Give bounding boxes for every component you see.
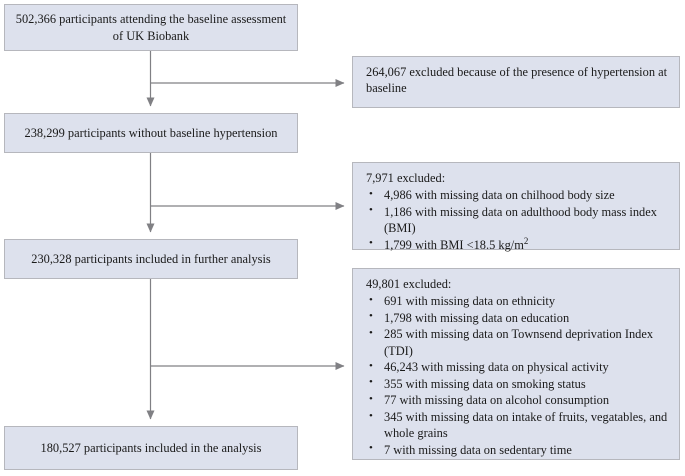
list-item-label: 1,798 with missing data on education	[384, 310, 570, 325]
node-no-hypertension-label: 238,299 participants without baseline hy…	[24, 125, 278, 140]
list-item: • 46,243 with missing data on physical a…	[364, 359, 669, 375]
list-item: • 4,986 with missing data on chilhood bo…	[364, 187, 669, 203]
node-final-analysis-label: 180,527 participants included in the ana…	[40, 440, 262, 455]
node-baseline-label: 502,366 participants attending the basel…	[15, 12, 287, 43]
list-item-label: 4,986 with missing data on chilhood body…	[384, 188, 615, 203]
node-baseline: 502,366 participants attending the basel…	[4, 4, 298, 51]
list-item-label: 285 with missing data on Townsend depriv…	[384, 327, 654, 358]
bullet-icon: •	[369, 293, 373, 306]
node-further-analysis: 230,328 participants included in further…	[4, 239, 298, 279]
bullet-icon: •	[369, 204, 373, 217]
list-item: • 1,798 with missing data on education	[364, 310, 669, 326]
list-item-label: 7 with missing data on sedentary time	[384, 442, 572, 457]
list-item-label: 691 with missing data on ethnicity	[384, 294, 556, 309]
node-excl-bodysize: 7,971 excluded: • 4,986 with missing dat…	[352, 162, 680, 253]
list-item-label: 1,799 with BMI <18.5 kg/m2	[384, 235, 529, 252]
list-item-label: 345 with missing data on intake of fruit…	[384, 410, 668, 441]
excl-covariates-heading: 49,801 excluded:	[366, 277, 452, 291]
bullet-icon: •	[369, 187, 373, 200]
list-item-label: 1,186 with missing data on adulthood bod…	[384, 204, 657, 235]
list-item: • 345 with missing data on intake of fru…	[364, 409, 669, 441]
bullet-icon: •	[369, 409, 373, 422]
node-final-analysis: 180,527 participants included in the ana…	[4, 426, 298, 470]
bullet-icon: •	[369, 359, 373, 372]
bullet-icon: •	[369, 442, 373, 455]
node-no-hypertension: 238,299 participants without baseline hy…	[4, 113, 298, 153]
node-excl-hypertension: 264,067 excluded because of the presence…	[352, 56, 680, 108]
bullet-icon: •	[369, 376, 373, 389]
node-further-analysis-label: 230,328 participants included in further…	[31, 251, 271, 266]
list-item: • 1,186 with missing data on adulthood b…	[364, 204, 669, 236]
excl-covariates-list: • 691 with missing data on ethnicity • 1…	[364, 293, 669, 458]
list-item-label: 77 with missing data on alcohol consumpt…	[384, 393, 610, 408]
node-excl-covariates: 49,801 excluded: • 691 with missing data…	[352, 268, 680, 460]
bullet-icon: •	[369, 326, 373, 339]
bullet-icon: •	[369, 237, 373, 249]
excl-bodysize-heading: 7,971 excluded:	[366, 171, 446, 185]
list-item: • 1,799 with BMI <18.5 kg/m2	[364, 235, 669, 253]
list-item-label: 46,243 with missing data on physical act…	[384, 360, 609, 375]
excl-hypertension-heading: 264,067 excluded because of the presence…	[366, 65, 668, 96]
bullet-icon: •	[369, 310, 373, 323]
list-item: • 691 with missing data on ethnicity	[364, 293, 669, 309]
list-item-label: 355 with missing data on smoking status	[384, 376, 586, 391]
list-item: • 355 with missing data on smoking statu…	[364, 376, 669, 392]
list-item: • 7 with missing data on sedentary time	[364, 442, 669, 458]
bullet-icon: •	[369, 392, 373, 405]
list-item: • 77 with missing data on alcohol consum…	[364, 392, 669, 408]
excl-bodysize-list: • 4,986 with missing data on chilhood bo…	[364, 187, 669, 253]
list-item: • 285 with missing data on Townsend depr…	[364, 326, 669, 358]
